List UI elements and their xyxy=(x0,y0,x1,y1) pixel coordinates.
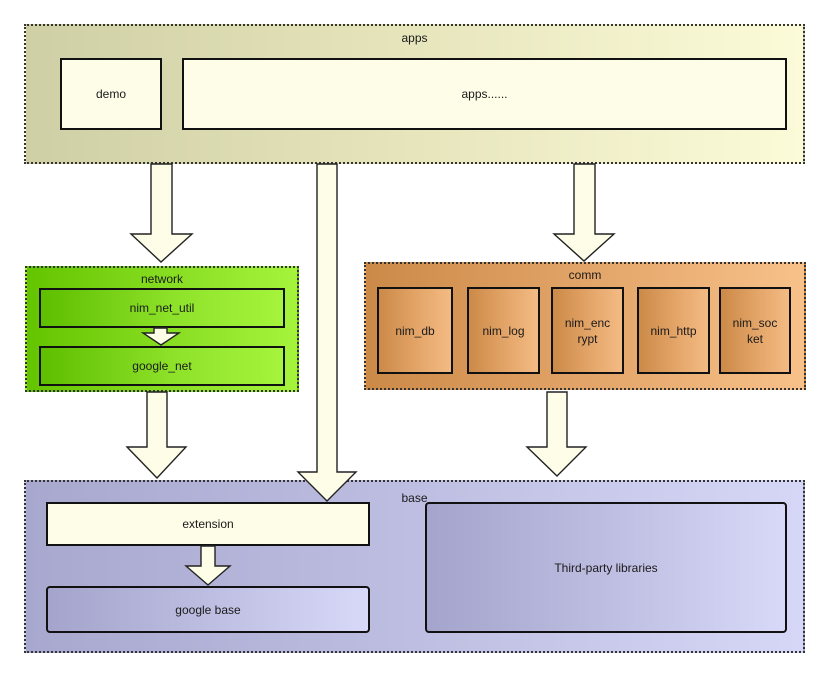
demo-box[interactable]: demo xyxy=(60,58,162,130)
google-base-box[interactable]: google base xyxy=(46,586,370,633)
comm-layer-title: comm xyxy=(568,268,602,282)
extension-to-google-base-arrow xyxy=(184,545,232,586)
google-base-label: google base xyxy=(175,602,241,617)
nim-socket-box[interactable]: nim_socket xyxy=(719,287,791,374)
apps-layer-title: apps xyxy=(401,31,428,45)
nim-http-box[interactable]: nim_http xyxy=(637,287,710,374)
third-party-libraries-box[interactable]: Third-party libraries xyxy=(425,502,787,633)
apps-to-network-arrow xyxy=(129,163,194,263)
extension-box[interactable]: extension xyxy=(46,502,370,546)
nim-db-box[interactable]: nim_db xyxy=(377,287,453,374)
net-util-to-google-net-arrow xyxy=(140,327,182,346)
extension-label: extension xyxy=(182,517,234,531)
nim-log-box[interactable]: nim_log xyxy=(467,287,540,374)
nim-socket-label: nim_socket xyxy=(732,315,778,346)
apps-more-box[interactable]: apps...... xyxy=(182,58,787,130)
base-layer-title: base xyxy=(401,491,428,505)
apps-to-base-arrow xyxy=(296,163,358,502)
nim-encrypt-label: nim_encrypt xyxy=(564,315,611,346)
network-to-base-arrow xyxy=(125,391,188,480)
nim-net-util-label: nim_net_util xyxy=(129,301,195,315)
third-party-libraries-label: Third-party libraries xyxy=(554,560,658,575)
comm-to-base-arrow xyxy=(525,391,588,477)
nim-log-label: nim_log xyxy=(482,323,525,338)
apps-to-comm-arrow xyxy=(552,163,616,262)
google-net-label: google_net xyxy=(132,359,192,373)
nim-net-util-box[interactable]: nim_net_util xyxy=(39,288,285,328)
nim-db-label: nim_db xyxy=(395,323,435,338)
nim-http-label: nim_http xyxy=(650,323,697,338)
nim-encrypt-box[interactable]: nim_encrypt xyxy=(551,287,624,374)
apps-more-label: apps...... xyxy=(461,87,508,101)
google-net-box[interactable]: google_net xyxy=(39,346,285,386)
network-layer-title: network xyxy=(140,272,184,286)
demo-label: demo xyxy=(95,87,127,101)
